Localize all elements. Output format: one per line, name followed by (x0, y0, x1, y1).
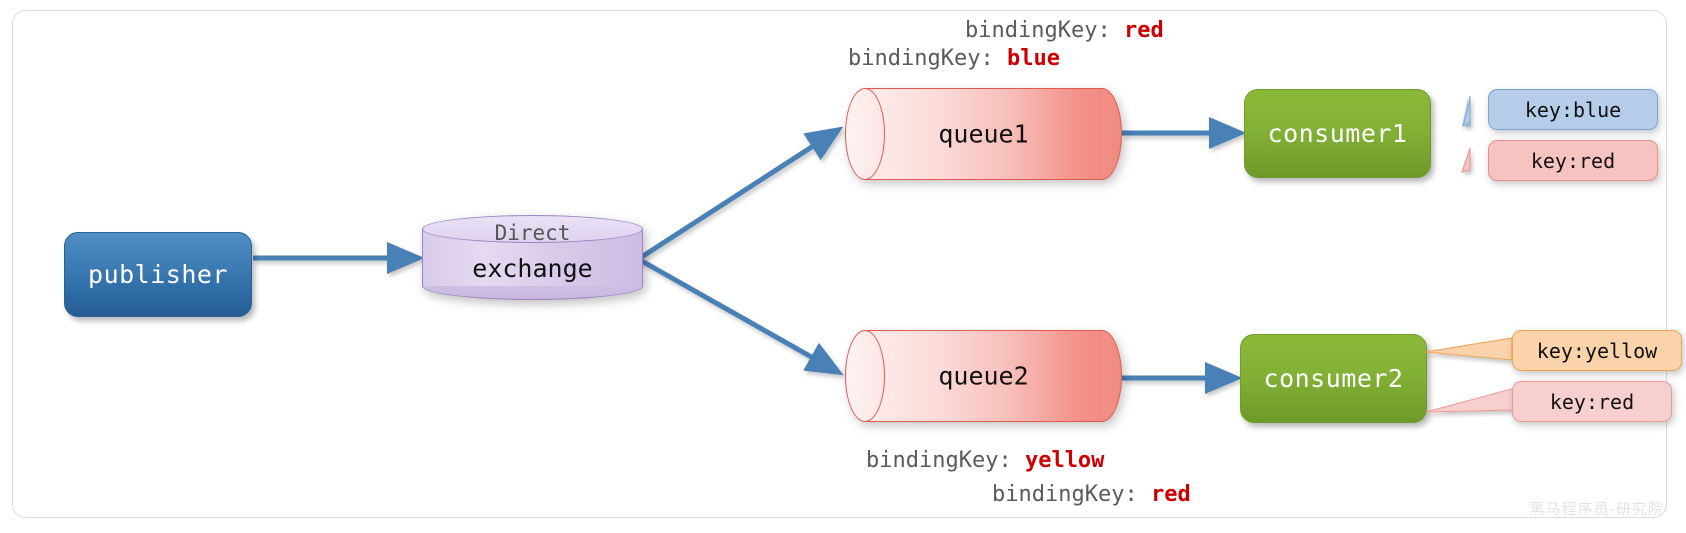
callout-consumer2-key-yellow[interactable]: key:yellow (1512, 330, 1682, 371)
queue1-label: queue1 (938, 119, 1029, 149)
node-consumer2[interactable]: consumer2 (1240, 334, 1427, 423)
binding-key-queue2-red: bindingKey: red (992, 482, 1191, 507)
queue2-label: queue2 (938, 361, 1029, 391)
callout-label: key:red (1549, 389, 1635, 414)
consumer2-label: consumer2 (1263, 364, 1404, 393)
callout-label: key:red (1530, 148, 1616, 173)
queue1-cylinder-body (865, 88, 1102, 180)
binding-key-prefix: bindingKey: (992, 482, 1151, 507)
callout-consumer2-key-red[interactable]: key:red (1512, 381, 1672, 422)
consumer1-label: consumer1 (1267, 119, 1408, 148)
node-exchange[interactable]: Direct exchange (422, 215, 643, 300)
binding-key-value: red (1150, 482, 1191, 507)
binding-key-queue1-red: bindingKey: red (965, 18, 1164, 43)
node-queue1[interactable]: queue1 (845, 88, 1122, 180)
publisher-label: publisher (88, 260, 228, 289)
queue1-cylinder-left-cap (845, 88, 885, 180)
binding-key-value: red (1123, 18, 1164, 43)
node-queue2[interactable]: queue2 (845, 330, 1122, 422)
node-publisher[interactable]: publisher (64, 232, 252, 317)
binding-key-queue2-yellow: bindingKey: yellow (866, 448, 1104, 473)
callout-consumer1-key-red[interactable]: key:red (1488, 140, 1658, 181)
binding-key-value: blue (1006, 46, 1060, 71)
binding-key-prefix: bindingKey: (848, 46, 1007, 71)
exchange-label: exchange (472, 254, 593, 283)
exchange-cylinder-top (422, 215, 643, 243)
binding-key-queue1-blue: bindingKey: blue (848, 46, 1060, 71)
binding-key-prefix: bindingKey: (866, 448, 1025, 473)
binding-key-value: yellow (1024, 448, 1105, 473)
watermark: 黑马程序员-研究院 (1529, 500, 1664, 518)
callout-label: key:yellow (1536, 338, 1658, 363)
callout-label: key:blue (1524, 97, 1622, 122)
exchange-type-label: Direct (494, 221, 571, 245)
queue2-cylinder-body (865, 330, 1102, 422)
binding-key-prefix: bindingKey: (965, 18, 1124, 43)
node-consumer1[interactable]: consumer1 (1244, 89, 1431, 178)
diagram-frame (12, 10, 1667, 518)
queue2-cylinder-left-cap (845, 330, 885, 422)
callout-consumer1-key-blue[interactable]: key:blue (1488, 89, 1658, 130)
